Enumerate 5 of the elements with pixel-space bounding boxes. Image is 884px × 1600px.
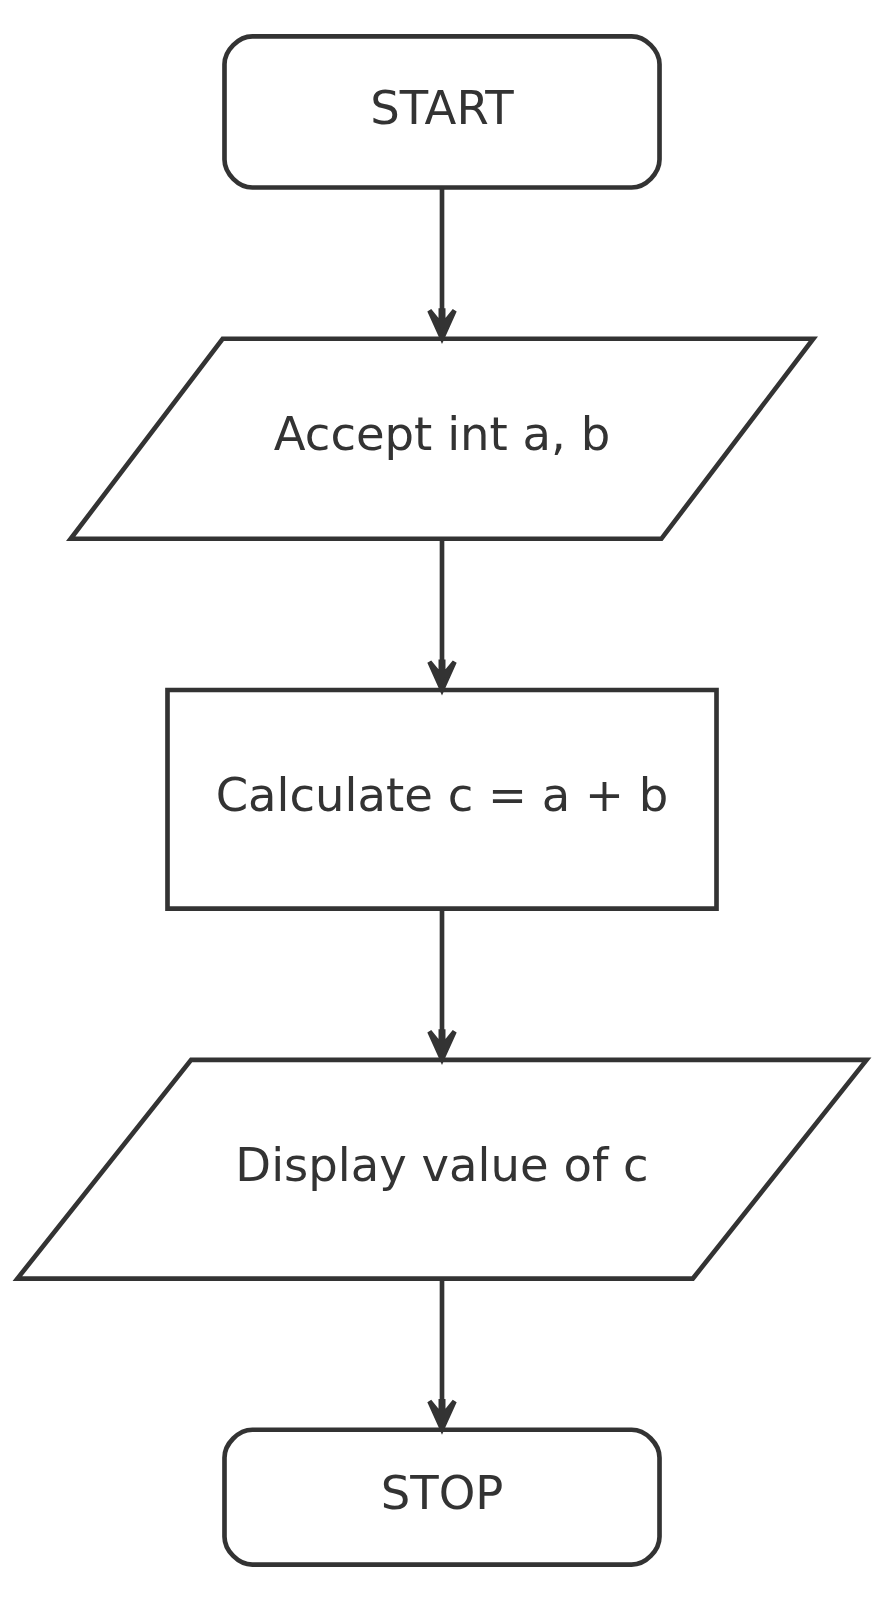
arrow	[427, 187, 457, 341]
arrow	[427, 908, 457, 1062]
node-box: START	[222, 33, 662, 190]
node-box: STOP	[222, 1426, 662, 1567]
node-box: Calculate c = a + b	[165, 687, 719, 911]
